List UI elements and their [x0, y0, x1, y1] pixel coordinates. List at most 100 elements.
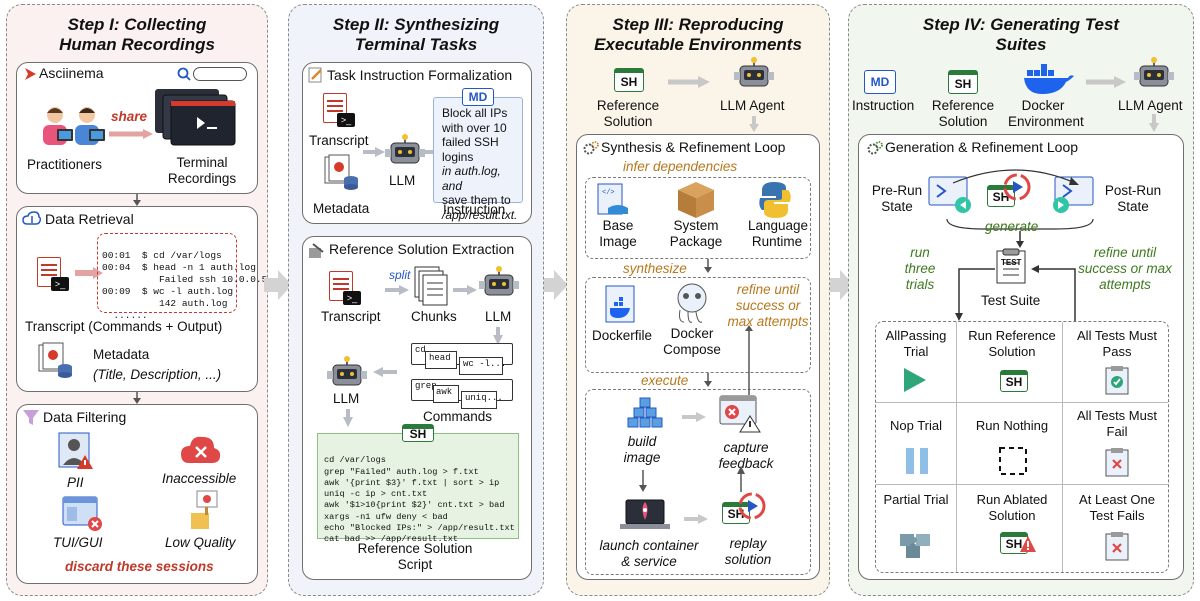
execution-box: build image capture feedback launch cont… [585, 389, 811, 575]
docker-env-label: Docker Environment [1008, 98, 1084, 129]
agent-down-arrow [1149, 114, 1159, 132]
instruction-line: /app/result.txt. [442, 207, 518, 222]
test-suite-icon [996, 248, 1026, 284]
env-to-agent-arrow [1086, 76, 1126, 88]
md-badge: MD [864, 70, 896, 94]
sh-badge: SH [1000, 370, 1028, 392]
build-down-arrow [639, 470, 647, 492]
generate-label: generate [985, 219, 1039, 234]
docker-compose-icon [677, 283, 707, 323]
transcript-doc-icon [329, 271, 353, 301]
metadata-label: Metadata [93, 347, 150, 362]
inaccessible-icon [181, 436, 221, 463]
search-input[interactable] [193, 67, 247, 81]
puzzle-icon [900, 534, 930, 558]
chunks-icon [414, 266, 448, 306]
data-filtering-panel: Data Filtering PII Inaccessible TUI/GUI … [16, 404, 258, 584]
cloud-download-icon [22, 211, 42, 225]
instruction-line: with over 10 [442, 120, 507, 135]
dockerfile-label: Dockerfile [592, 328, 653, 343]
empty-box-icon [999, 447, 1027, 475]
cmd-card [425, 351, 457, 369]
ref-solution-label: Reference Solution [596, 98, 660, 129]
pass-clipboard-icon [1105, 366, 1129, 395]
base-image-icon: </> [597, 183, 628, 215]
llm-robot-icon [479, 266, 519, 296]
chunks-label: Chunks [411, 309, 457, 324]
generate-down-arrow [1016, 231, 1024, 248]
package-icon [678, 182, 714, 218]
transcript-line: Failed ssh 10.0.0.5 [102, 274, 268, 285]
instruction-card: MD Block all IPs with over 10 failed SSH… [433, 88, 523, 222]
instruction-line: save them to [442, 193, 511, 207]
build-image-label: build image [623, 434, 661, 465]
tui-gui-label: TUI/GUI [53, 535, 103, 550]
capture-feedback-label: capture feedback [718, 440, 774, 471]
pii-label: PII [67, 475, 84, 490]
task-instruction-label: Task Instruction Formalization [327, 67, 513, 83]
dockerfile-icon [605, 285, 635, 323]
low-quality-label: Low Quality [165, 535, 236, 550]
launch-icon [620, 499, 670, 529]
instruction-line: Block all IPs [442, 106, 508, 120]
generation-loop-label: Generation & Refinement Loop [885, 139, 1079, 155]
instruction-label: Instruction [852, 98, 915, 113]
stage-1-title: Step I: Collecting Human Recordings [59, 15, 215, 54]
cmd-card-text: wc -l... [463, 359, 507, 369]
ref-script-label: Reference Solution Script [357, 541, 473, 572]
cmd-card [459, 357, 503, 375]
transcript-line: 142 auth.log [102, 298, 228, 309]
cmd-card [433, 385, 459, 403]
llm-agent-icon [734, 57, 774, 87]
instruction-line: failed SSH logins [442, 135, 499, 164]
arrow-in [363, 147, 385, 157]
llm-robot-icon [327, 356, 367, 386]
system-package-label: System Package [669, 218, 723, 249]
trial-action: Run Ablated Solution [976, 492, 1048, 523]
language-runtime-label: Language Runtime [748, 218, 809, 249]
play-icon [904, 368, 926, 392]
data-filtering-label: Data Filtering [43, 409, 127, 425]
metadata-sub-label: (Title, Description, ...) [93, 367, 222, 382]
trials-table: AllPassing Trial Run Reference Solution … [875, 321, 1169, 573]
trial-name: Nop Trial [889, 418, 943, 433]
to-llm-arrow [453, 285, 477, 295]
ref-solution-label: Reference Solution [931, 98, 995, 129]
cmd-card-text: head [429, 353, 451, 363]
trial-action: Run Reference Solution [968, 328, 1056, 359]
to-llm-left-arrow [373, 367, 397, 377]
replay-label: replay solution [724, 536, 772, 567]
docker-compose-label: Docker Compose [663, 326, 721, 357]
instruction-line: in auth.log, and [442, 164, 501, 193]
python-icon [759, 182, 791, 218]
asciinema-label: Asciinema [39, 65, 104, 81]
llm-down-arrow [493, 327, 503, 345]
build-image-icon [627, 397, 663, 428]
transcript-label: Transcript (Commands + Output) [25, 319, 223, 334]
synthesis-loop-label: Synthesis & Refinement Loop [601, 139, 786, 155]
ref-extraction-panel: Reference Solution Extraction >_ Transcr… [302, 236, 532, 580]
trial-expectation: All Tests Must Pass [1077, 328, 1157, 359]
run-icon [1003, 173, 1031, 201]
terminal-recordings-icon [155, 89, 236, 146]
trial-expectation: At Least One Test Fails [1079, 492, 1155, 523]
script-line: cat bad >> /app/result.txt [324, 534, 459, 545]
replay-icon [738, 492, 766, 520]
share-arrow [109, 129, 153, 139]
script-line: cd /var/logs [324, 455, 386, 466]
transcript-line: 00:09 $ wc -l auth.log [102, 286, 234, 297]
pencil-icon [308, 67, 322, 83]
pre-run-icon [928, 176, 971, 213]
refine-label: refine until success or max attempts [1078, 245, 1172, 292]
llm-robot-icon [385, 134, 425, 164]
script-line: grep "Failed" auth.log > f.txt [324, 466, 479, 477]
replay-up-arrow [737, 466, 745, 492]
discard-label: discard these sessions [65, 559, 214, 574]
commands-label: Commands [423, 409, 493, 424]
suite-left-arrow [955, 268, 995, 321]
stage-arrow-1 [264, 270, 292, 300]
terminal-recordings-label: Terminal Recordings [167, 155, 237, 186]
refine-loop-arrow [745, 325, 753, 395]
